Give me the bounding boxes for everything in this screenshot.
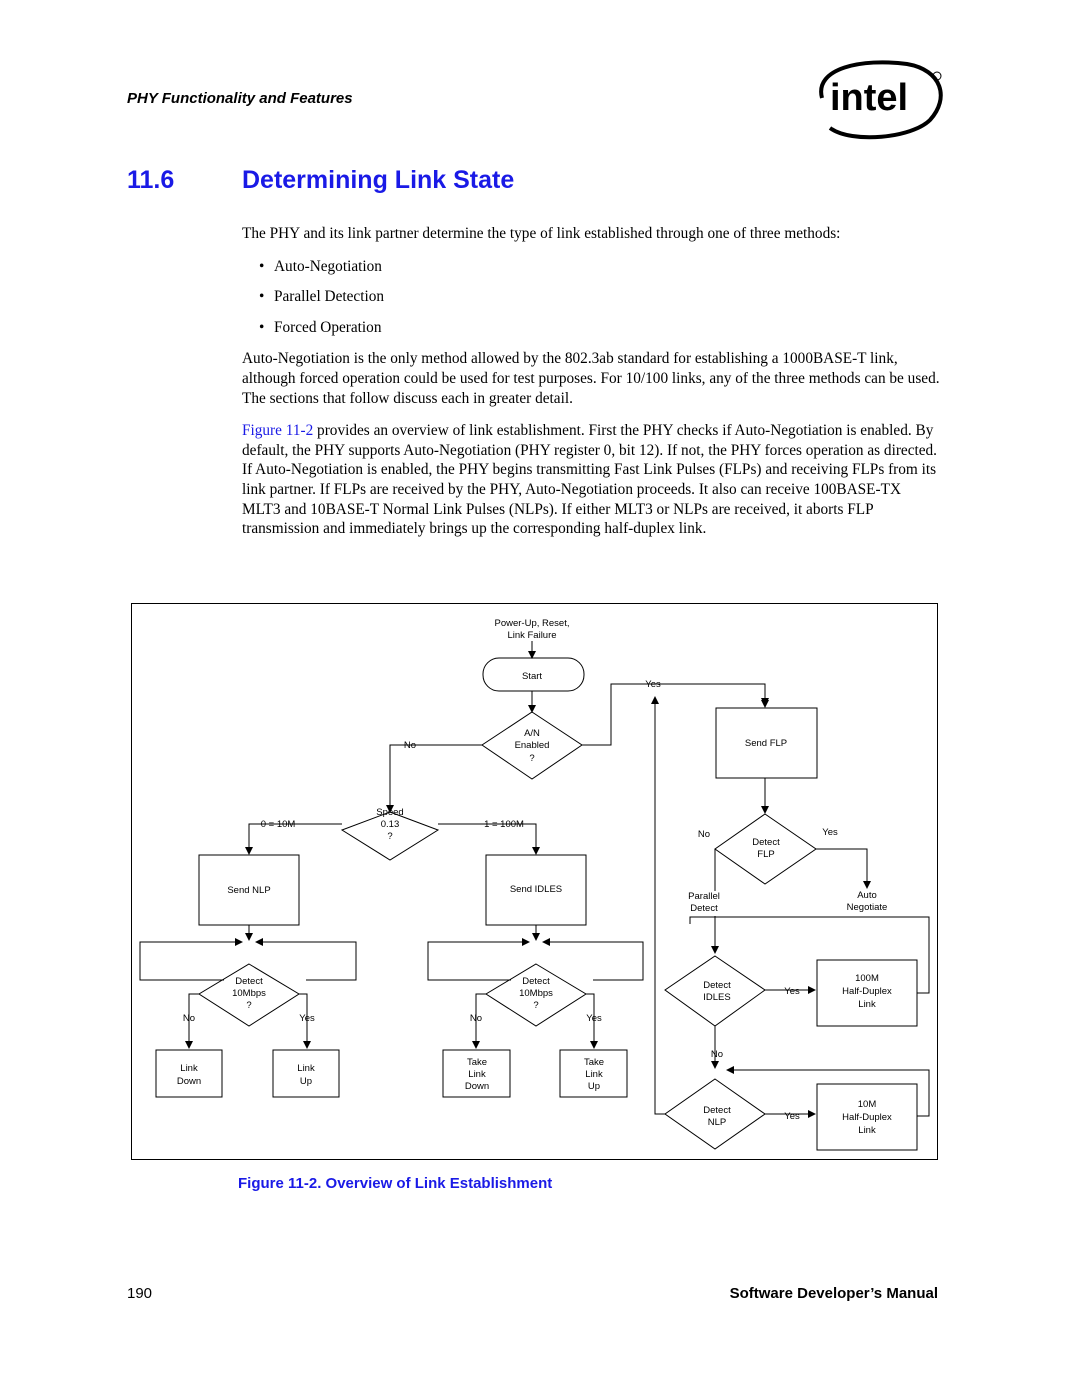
link-down-2: Down (177, 1076, 201, 1087)
svg-text:intel: intel (830, 77, 908, 119)
running-header: PHY Functionality and Features (127, 90, 353, 107)
send-idles-label: Send IDLES (510, 884, 562, 895)
take-down-1: Take (467, 1057, 487, 1068)
speed-label-1: Speed (376, 807, 403, 818)
list-item: Parallel Detection (242, 287, 942, 307)
take-up-1: Take (584, 1057, 604, 1068)
dflp-yes: Yes (822, 827, 838, 838)
hd10-1: 10M (858, 1099, 877, 1110)
footer-title: Software Developer’s Manual (729, 1285, 938, 1302)
d10-right-yes: Yes (586, 1013, 602, 1024)
paragraph-2: Auto-Negotiation is the only method allo… (242, 350, 940, 407)
send-flp-label: Send FLP (745, 738, 787, 749)
body-text: The PHY and its link partner determine t… (242, 224, 942, 552)
an-label-1: A/N (524, 728, 540, 739)
link-down-box (155, 1049, 223, 1098)
parallel-1: Parallel (688, 891, 720, 902)
section-heading: 11.6 Determining Link State (127, 166, 514, 195)
an-yes-label: Yes (645, 679, 661, 690)
paragraph-3: Figure 11-2 provides an overview of link… (242, 422, 938, 538)
didles-1: Detect (703, 980, 731, 991)
didles-2: IDLES (703, 992, 730, 1003)
take-down-3: Down (465, 1081, 489, 1092)
speed-left-label: 0 = 10M (261, 819, 296, 830)
an-enabled-diamond (481, 711, 583, 780)
start-label: Start (522, 671, 542, 682)
an-label-3: ? (529, 753, 534, 764)
methods-list: Auto-Negotiation Parallel Detection Forc… (242, 257, 942, 338)
send-flp-box (715, 707, 818, 779)
auto-2: Negotiate (847, 902, 888, 913)
link-up-box (272, 1049, 340, 1098)
detect-idles-diamond (664, 955, 766, 1027)
page-number: 190 (127, 1285, 153, 1302)
list-item: Forced Operation (242, 318, 942, 338)
take-up-2: Link (585, 1069, 603, 1080)
detect-10mbps-diamond-left (198, 963, 300, 1027)
hd10-2: Half-Duplex (842, 1112, 892, 1123)
flowchart-figure: Power-Up, Reset, Link Failure Start A/N … (131, 603, 938, 1160)
d10-left-1: Detect (235, 976, 263, 987)
link-up-2: Up (300, 1076, 312, 1087)
hd100-1: 100M (855, 973, 879, 984)
send-nlp-label: Send NLP (227, 885, 270, 896)
intel-logo: intel (812, 58, 947, 147)
dnlp-1: Detect (703, 1105, 731, 1116)
an-label-2: Enabled (515, 740, 550, 751)
d10-right-2: 10Mbps (519, 988, 553, 999)
flowchart: Power-Up, Reset, Link Failure Start A/N … (139, 618, 930, 1151)
speed-label-2: 0.13 (381, 819, 400, 830)
detect-nlp-diamond (664, 1078, 766, 1150)
detect-10mbps-diamond-right (485, 963, 587, 1027)
hd100-2: Half-Duplex (842, 986, 892, 997)
dflp-2: FLP (757, 849, 774, 860)
dflp-no: No (698, 829, 710, 840)
d10-left-2: 10Mbps (232, 988, 266, 999)
hd10-box (816, 1083, 918, 1151)
take-link-up-box (559, 1049, 628, 1098)
didles-yes: Yes (784, 986, 800, 997)
dflp-1: Detect (752, 837, 780, 848)
speed-label-3: ? (387, 831, 392, 842)
hd10-3: Link (858, 1125, 876, 1136)
auto-1: Auto (857, 890, 877, 901)
intro-paragraph: The PHY and its link partner determine t… (242, 225, 841, 242)
hd100-3: Link (858, 999, 876, 1010)
start-terminal (482, 657, 585, 692)
take-up-3: Up (588, 1081, 600, 1092)
speed-diamond (340, 811, 440, 861)
figure-caption: Figure 11-2. Overview of Link Establishm… (238, 1175, 553, 1192)
entry-label-2: Link Failure (507, 630, 556, 641)
d10-left-no: No (183, 1013, 195, 1024)
d10-right-1: Detect (522, 976, 550, 987)
dnlp-yes: Yes (784, 1111, 800, 1122)
d10-left-yes: Yes (299, 1013, 315, 1024)
take-down-2: Link (468, 1069, 486, 1080)
entry-label-1: Power-Up, Reset, (495, 618, 570, 629)
take-link-down-box (442, 1049, 511, 1098)
speed-right-label: 1 = 100M (484, 819, 524, 830)
detect-flp-diamond (714, 813, 817, 885)
link-up-1: Link (297, 1063, 315, 1074)
link-down-1: Link (180, 1063, 198, 1074)
section-number: 11.6 (127, 166, 175, 194)
parallel-2: Detect (690, 903, 718, 914)
d10-right-no: No (470, 1013, 482, 1024)
figure-link[interactable]: Figure 11-2 (242, 422, 314, 440)
dnlp-2: NLP (708, 1117, 726, 1128)
an-no-label: No (404, 740, 416, 751)
list-item: Auto-Negotiation (242, 257, 942, 277)
section-title: Determining Link State (242, 166, 515, 194)
d10-right-3: ? (533, 1000, 538, 1011)
didles-no: No (711, 1049, 723, 1060)
d10-left-3: ? (246, 1000, 251, 1011)
